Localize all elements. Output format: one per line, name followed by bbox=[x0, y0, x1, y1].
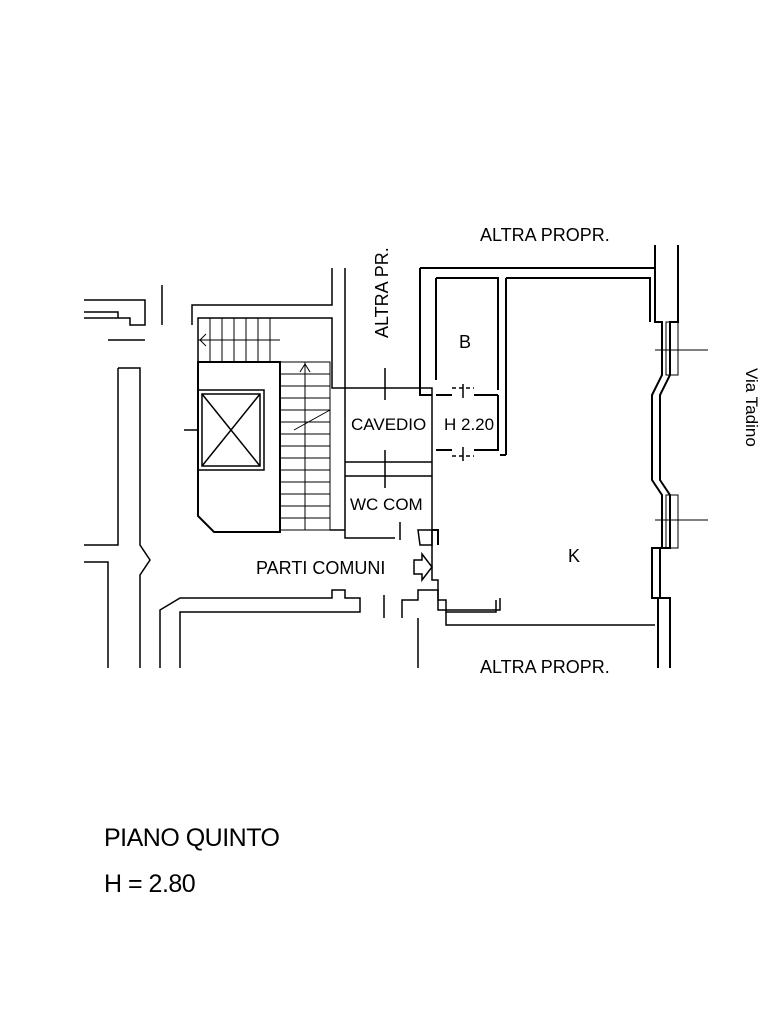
label-h-220: H 2.20 bbox=[444, 415, 494, 434]
left-building-walls bbox=[84, 285, 163, 668]
label-cavedio: CAVEDIO bbox=[351, 415, 426, 434]
entry-arrow-icon bbox=[413, 551, 433, 583]
floor-height: H = 2.80 bbox=[104, 870, 196, 898]
label-altra-propr-bottom: ALTRA PROPR. bbox=[480, 657, 610, 677]
stairwell-core bbox=[184, 268, 346, 533]
window-markers bbox=[655, 321, 708, 549]
label-wc-com: WC COM bbox=[350, 495, 423, 514]
corridor-walls bbox=[159, 545, 655, 668]
label-altra-pr-vertical: ALTRA PR. bbox=[372, 247, 392, 338]
label-via-tadino: Via Tadino bbox=[742, 368, 761, 447]
apartment-walls bbox=[419, 245, 679, 668]
cavedio-wc-walls bbox=[344, 368, 433, 546]
label-altra-propr-top: ALTRA PROPR. bbox=[480, 225, 610, 245]
floor-title: PIANO QUINTO bbox=[104, 824, 280, 852]
label-parti-comuni: PARTI COMUNI bbox=[256, 558, 385, 578]
label-room-b: B bbox=[459, 332, 471, 352]
label-room-k: K bbox=[568, 546, 580, 566]
